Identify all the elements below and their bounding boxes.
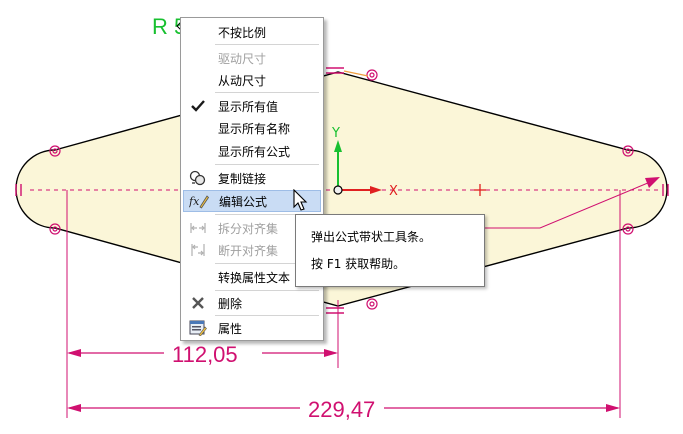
menu-item-label: 删除 bbox=[218, 296, 243, 311]
menu-item-driving-dimension[interactable]: 驱动尺寸 bbox=[183, 47, 321, 69]
menu-item-show-all-names[interactable]: 显示所有名称 bbox=[183, 117, 321, 139]
menu-item-break-align-set[interactable]: 断开对齐集 bbox=[183, 239, 321, 261]
menu-item-show-all-values[interactable]: 显示所有值 bbox=[183, 95, 321, 117]
menu-item-label: 拆分对齐集 bbox=[218, 221, 279, 236]
dimension-large-text[interactable]: 229,47 bbox=[308, 397, 375, 422]
menu-separator bbox=[215, 44, 319, 45]
radius-leader bbox=[478, 179, 656, 229]
menu-separator bbox=[215, 263, 319, 264]
menu-item-show-all-formulas[interactable]: 显示所有公式 bbox=[183, 140, 321, 162]
dimension-229[interactable]: 229,47 bbox=[67, 397, 620, 422]
highlight-edge bbox=[343, 70, 369, 77]
menu-item-label: 显示所有公式 bbox=[218, 144, 291, 159]
radius-arrowhead bbox=[645, 177, 660, 188]
menu-item-label: 显示所有名称 bbox=[218, 121, 291, 136]
menu-item-properties[interactable]: 属性 bbox=[183, 317, 321, 339]
menu-item-label: 属性 bbox=[218, 321, 243, 336]
properties-icon bbox=[183, 317, 213, 339]
menu-item-label: 从动尺寸 bbox=[218, 73, 267, 88]
copy-link-icon bbox=[183, 167, 213, 189]
menu-separator bbox=[215, 214, 319, 215]
tooltip: 弹出公式带状工具条。 按 F1 获取帮助。 bbox=[295, 214, 485, 287]
menu-item-edit-formula[interactable]: fx 编辑公式 bbox=[183, 190, 321, 212]
menu-item-convert-attribute-text[interactable]: 转换属性文本 bbox=[183, 266, 321, 288]
menu-item-label: 不按比例 bbox=[218, 25, 267, 40]
edit-formula-icon: fx bbox=[184, 190, 214, 212]
svg-text:fx: fx bbox=[189, 195, 200, 208]
menu-item-no-scale[interactable]: 不按比例 bbox=[183, 21, 321, 43]
menu-item-copy-link[interactable]: 复制链接 bbox=[183, 167, 321, 189]
center-cross bbox=[474, 184, 486, 196]
menu-separator bbox=[215, 164, 319, 165]
dimension-112[interactable]: 112,05 bbox=[67, 342, 338, 367]
check-icon bbox=[183, 95, 213, 117]
menu-item-label: 驱动尺寸 bbox=[218, 51, 267, 66]
menu-item-label: 编辑公式 bbox=[219, 194, 268, 209]
menu-item-label: 复制链接 bbox=[218, 171, 267, 186]
menu-separator bbox=[215, 92, 319, 93]
coordinate-axes: Y X bbox=[331, 126, 398, 199]
menu-item-driven-dimension[interactable]: 从动尺寸 bbox=[183, 69, 321, 91]
menu-item-split-align-set[interactable]: 拆分对齐集 bbox=[183, 217, 321, 239]
delete-icon bbox=[183, 292, 213, 314]
point-markers bbox=[49, 69, 634, 310]
menu-separator bbox=[215, 290, 319, 291]
tooltip-description: 弹出公式带状工具条。 bbox=[311, 230, 432, 244]
break-align-set-icon bbox=[183, 239, 213, 261]
menu-item-delete[interactable]: 删除 bbox=[183, 292, 321, 314]
axis-y-label: Y bbox=[331, 126, 340, 141]
context-menu: 不按比例 驱动尺寸 从动尺寸 显示所有值 显示所有名称 显示所有公式 复制链接 bbox=[180, 17, 324, 341]
tangent-marks bbox=[15, 67, 669, 314]
menu-item-label: 转换属性文本 bbox=[218, 270, 291, 285]
split-align-set-icon bbox=[183, 217, 213, 239]
menu-separator bbox=[215, 315, 319, 316]
tooltip-help-hint: 按 F1 获取帮助。 bbox=[311, 257, 406, 271]
axis-x-label: X bbox=[389, 184, 398, 199]
menu-item-label: 显示所有值 bbox=[218, 99, 279, 114]
dimension-small-text[interactable]: 112,05 bbox=[172, 342, 238, 367]
mouse-cursor-icon bbox=[293, 189, 308, 211]
menu-item-label: 断开对齐集 bbox=[218, 243, 279, 258]
